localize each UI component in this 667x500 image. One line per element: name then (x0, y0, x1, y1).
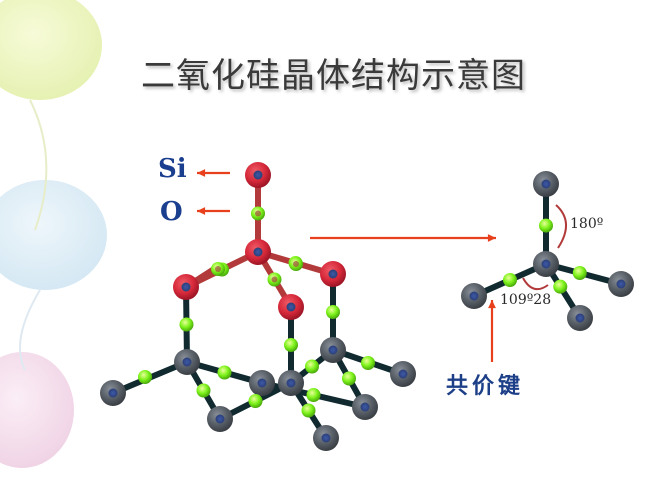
atom-core (541, 259, 551, 269)
angle-180-label: 180º (570, 216, 604, 232)
o-legend-label: O (160, 197, 183, 227)
o-atom (305, 359, 319, 374)
o-atom (326, 305, 340, 319)
o-atom (196, 383, 211, 398)
o-atom (553, 279, 568, 294)
page-title: 二氧化硅晶体结构示意图 (141, 56, 526, 96)
zoom-arrow-head (487, 234, 496, 242)
atom-core (257, 378, 267, 388)
atom-core (321, 433, 331, 443)
si-pointer-arrow-head (197, 169, 206, 177)
atom-core (328, 345, 338, 355)
angle-arc (555, 204, 567, 249)
si-legend-label: Si (158, 154, 187, 184)
atom-core (575, 313, 585, 323)
atom-core (541, 179, 551, 189)
atom-core (215, 414, 225, 424)
atom-core (271, 276, 278, 283)
atom-core (181, 282, 191, 292)
atom-core (255, 210, 261, 217)
o-atom (342, 371, 356, 386)
o-pointer-arrow-head (197, 207, 206, 215)
atom-core (108, 388, 118, 398)
o-atom (503, 273, 517, 287)
o-atom (217, 365, 232, 380)
o-atom (306, 388, 321, 402)
balloon-decoration (0, 0, 102, 100)
covalent-bond-label: 共价键 (446, 374, 525, 399)
balloon-decoration (0, 180, 107, 290)
o-atom (248, 394, 263, 408)
o-atom (284, 338, 298, 352)
o-atom (539, 218, 553, 233)
atom-core (293, 261, 299, 267)
atom-core (616, 279, 626, 289)
atom-core (286, 378, 296, 388)
o-atom (572, 266, 587, 280)
angle-tetrahedral-label: 109º28 (500, 292, 552, 308)
o-atom (138, 370, 152, 384)
o-atom (361, 356, 375, 370)
atom-core (286, 302, 296, 312)
o-atom (179, 317, 194, 332)
atom-core (182, 357, 192, 367)
o-atom (301, 403, 316, 418)
bond-pointer-arrow-head (488, 300, 496, 309)
atom-core (215, 266, 221, 272)
atom-core (360, 402, 370, 412)
balloon-decoration (0, 352, 74, 468)
atom-core (469, 291, 479, 301)
angle-arc (522, 277, 549, 291)
atom-core (398, 369, 408, 379)
atom-core (253, 170, 263, 180)
atom-core (253, 247, 263, 257)
atom-core (328, 269, 338, 279)
